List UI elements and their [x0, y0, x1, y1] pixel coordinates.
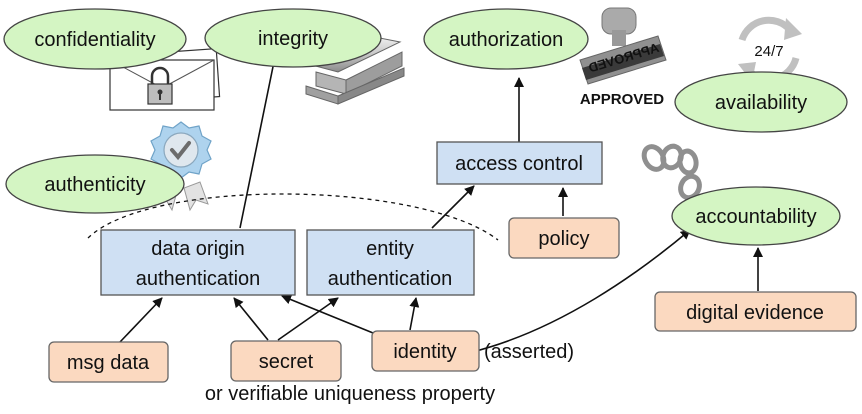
- goal-authenticity: authenticity: [5, 154, 185, 214]
- arrow-identity-to-accountability: [471, 229, 691, 353]
- arrow-identity-to-data-origin: [281, 294, 379, 336]
- input-identity: identity: [371, 330, 480, 372]
- approved-stamp-icon: APPROVED APPROVED: [579, 7, 667, 108]
- input-label: identity: [393, 341, 456, 363]
- arrow-data-origin-to-integrity: [239, 51, 280, 229]
- input-msg-data: msg data: [48, 341, 169, 383]
- goal-label: integrity: [258, 28, 328, 50]
- arrow-secret-to-entity: [277, 297, 339, 341]
- goal-label: authorization: [449, 29, 564, 51]
- arrows: [119, 51, 763, 353]
- input-policy: policy: [508, 217, 620, 259]
- mechanism-label-line2: authentication: [328, 268, 453, 290]
- arrow-msg-data-to-data-origin: [119, 297, 163, 343]
- goal-label: availability: [715, 92, 807, 114]
- input-digital-evidence: digital evidence: [654, 291, 857, 332]
- goal-label: authenticity: [44, 174, 145, 196]
- mechanism-label-line2: authentication: [136, 268, 261, 290]
- goal-confidentiality: confidentiality: [3, 8, 187, 70]
- mechanism-entity-authentication: entity authentication: [306, 229, 475, 296]
- verified-badge-icon: [150, 121, 212, 212]
- mechanism-label: access control: [455, 153, 583, 175]
- approved-label: APPROVED: [580, 91, 664, 108]
- goal-label: accountability: [695, 206, 816, 228]
- mechanism-label-line1: entity: [366, 238, 414, 260]
- mechanism-access-control: access control: [436, 141, 603, 185]
- arrow-secret-to-data-origin: [233, 297, 269, 341]
- mechanism-label-line1: data origin: [151, 238, 244, 260]
- mechanism-data-origin-authentication: data origin authentication: [100, 229, 296, 296]
- input-label: policy: [538, 228, 589, 250]
- clock-label: 24/7: [754, 43, 783, 60]
- arrow-identity-to-entity: [409, 297, 420, 331]
- input-label: secret: [259, 351, 314, 373]
- input-secret: secret: [230, 340, 342, 382]
- dashed-arc: [87, 193, 499, 241]
- goal-label: confidentiality: [34, 29, 155, 51]
- broken-chain-icon: [641, 143, 702, 201]
- input-label: digital evidence: [686, 302, 824, 324]
- uniqueness-note: or verifiable uniqueness property: [205, 383, 495, 405]
- goal-authorization: authorization: [423, 8, 589, 70]
- asserted-note: (asserted): [484, 341, 574, 363]
- arrow-entity-to-access-control: [431, 185, 475, 229]
- input-label: msg data: [67, 352, 150, 374]
- goal-accountability: accountability: [671, 186, 841, 246]
- goal-integrity: integrity: [204, 8, 382, 68]
- goal-availability: availability: [674, 71, 848, 133]
